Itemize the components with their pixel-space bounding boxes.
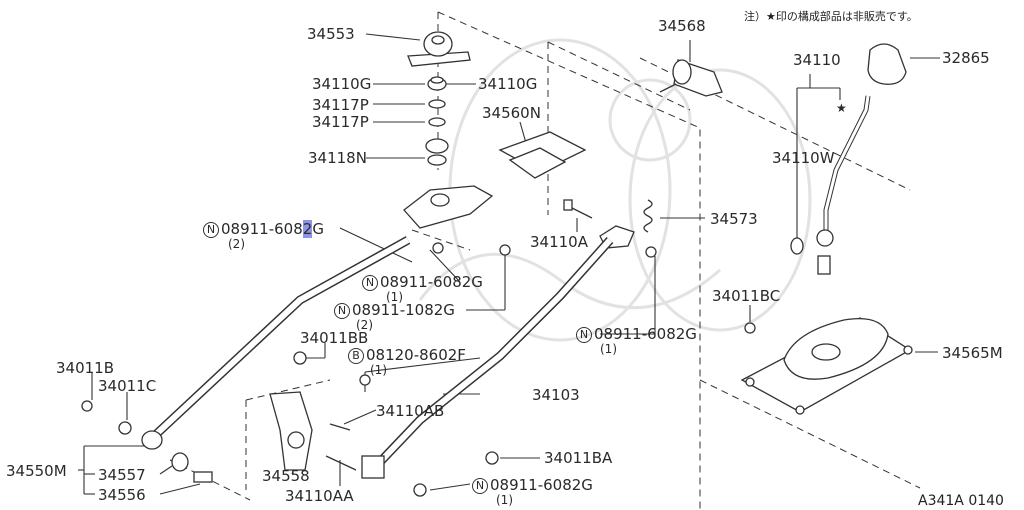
highlighted-char: 2 <box>302 220 313 238</box>
part-label-34117P-a[interactable]: 34117P <box>312 96 369 114</box>
part-label-34557[interactable]: 34557 <box>98 466 146 484</box>
note-text: 注）★印の構成部品は非販売です。 <box>744 10 918 23</box>
std-part-mark: N <box>472 478 488 494</box>
part-label-34110G-right[interactable]: 34110G <box>478 75 538 93</box>
std-part-qty: (1) <box>386 290 403 304</box>
std-part-mark: N <box>362 275 378 291</box>
part-label-32865[interactable]: 32865 <box>942 49 990 67</box>
part-label-34117P-b[interactable]: 34117P <box>312 113 369 131</box>
part-label-34103[interactable]: 34103 <box>532 386 580 404</box>
part-label-34560N[interactable]: 34560N <box>482 104 541 122</box>
std-part-mark: N <box>203 222 219 238</box>
part-label-34011BA[interactable]: 34011BA <box>544 449 613 467</box>
std-part-qty: (1) <box>496 493 513 507</box>
part-label-34550M[interactable]: 34550M <box>6 462 67 480</box>
std-part-mark: N <box>576 327 592 343</box>
part-label-34110W[interactable]: 34110W <box>772 149 835 167</box>
part-shapes <box>81 31 913 497</box>
std-part-qty: (1) <box>370 363 387 377</box>
part-label-34011BC[interactable]: 34011BC <box>712 287 781 305</box>
part-label-34110A[interactable]: 34110A <box>530 233 588 251</box>
part-label-34573[interactable]: 34573 <box>710 210 758 228</box>
std-part-qty: (2) <box>356 318 373 332</box>
part-label-34011B[interactable]: 34011B <box>56 359 115 377</box>
part-label-34110AB[interactable]: 34110AB <box>376 402 445 420</box>
star-mark: ★ <box>836 101 847 115</box>
part-label-34110G-left[interactable]: 34110G <box>312 75 372 93</box>
part-label-34110AA[interactable]: 34110AA <box>285 487 354 505</box>
part-label-34118N[interactable]: 34118N <box>308 149 367 167</box>
diagram-code: A341A 0140 <box>918 493 1004 509</box>
part-label-34568[interactable]: 34568 <box>658 17 706 35</box>
std-part-mark: B <box>348 348 364 364</box>
part-label-34558[interactable]: 34558 <box>262 467 310 485</box>
std-part-qty: (2) <box>228 237 245 251</box>
std-part-mark: N <box>334 303 350 319</box>
part-label-34565M[interactable]: 34565M <box>942 344 1003 362</box>
part-label-34553[interactable]: 34553 <box>307 25 355 43</box>
part-label-34556[interactable]: 34556 <box>98 486 146 504</box>
part-label-34011C[interactable]: 34011C <box>98 377 157 395</box>
part-label-34110[interactable]: 34110 <box>793 51 841 69</box>
std-part-qty: (1) <box>600 342 617 356</box>
leader-lines <box>78 33 940 495</box>
part-label-34011BB[interactable]: 34011BB <box>300 329 369 347</box>
